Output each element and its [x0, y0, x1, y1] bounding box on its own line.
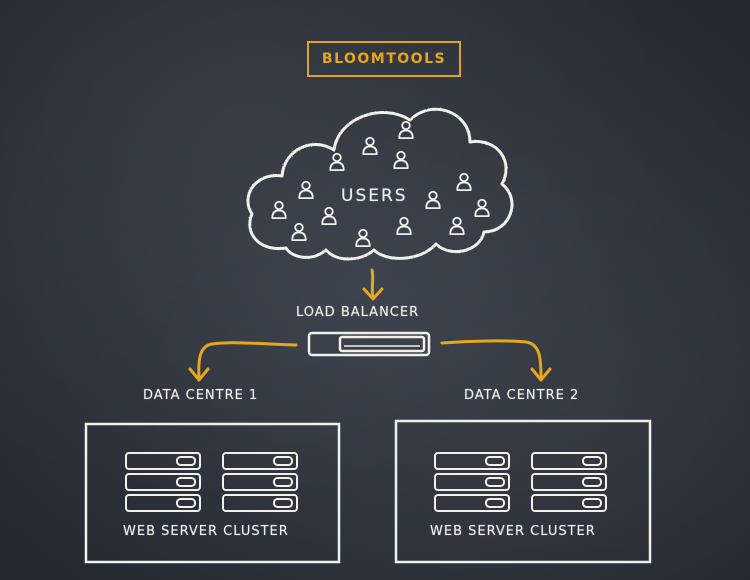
user-icon: [396, 216, 412, 236]
user-icon: [271, 200, 287, 220]
user-icon: [449, 216, 465, 236]
user-icon: [321, 206, 337, 226]
user-icon: [393, 150, 409, 170]
server-icon: [222, 473, 298, 491]
data-centre-2-box: [394, 419, 652, 564]
user-icon: [329, 152, 345, 172]
user-icon: [456, 172, 472, 192]
cluster-2-label: WEB SERVER CLUSTER: [430, 524, 596, 539]
user-icon: [298, 180, 314, 200]
load-balancer-device: [307, 331, 431, 357]
server-icon: [125, 473, 201, 491]
user-icon: [362, 136, 378, 156]
arrow-icon: [188, 341, 298, 382]
server-icon: [531, 452, 607, 470]
server-icon: [125, 494, 201, 512]
user-icon: [291, 222, 307, 242]
users-label: USERS: [341, 186, 408, 206]
server-icon: [222, 494, 298, 512]
server-icon: [125, 452, 201, 470]
brand-logo-text: BLOOMTOOLS: [321, 51, 447, 67]
cluster-1-label: WEB SERVER CLUSTER: [123, 524, 289, 539]
load-balancer-label: LOAD BALANCER: [296, 305, 420, 320]
user-icon: [474, 198, 490, 218]
server-icon: [434, 473, 510, 491]
arrow-icon: [440, 339, 552, 382]
users-cloud: [246, 107, 514, 261]
data-centre-2-label: DATA CENTRE 2: [464, 388, 580, 403]
brand-logo-box: BLOOMTOOLS: [307, 41, 461, 77]
data-centre-1-label: DATA CENTRE 1: [143, 388, 259, 403]
server-icon: [434, 494, 510, 512]
server-icon: [222, 452, 298, 470]
user-icon: [425, 190, 441, 210]
server-icon: [531, 473, 607, 491]
server-icon: [531, 494, 607, 512]
user-icon: [398, 120, 414, 140]
data-centre-1-box: [84, 422, 341, 564]
arrow-icon: [362, 268, 384, 301]
user-icon: [355, 228, 371, 248]
server-icon: [434, 452, 510, 470]
